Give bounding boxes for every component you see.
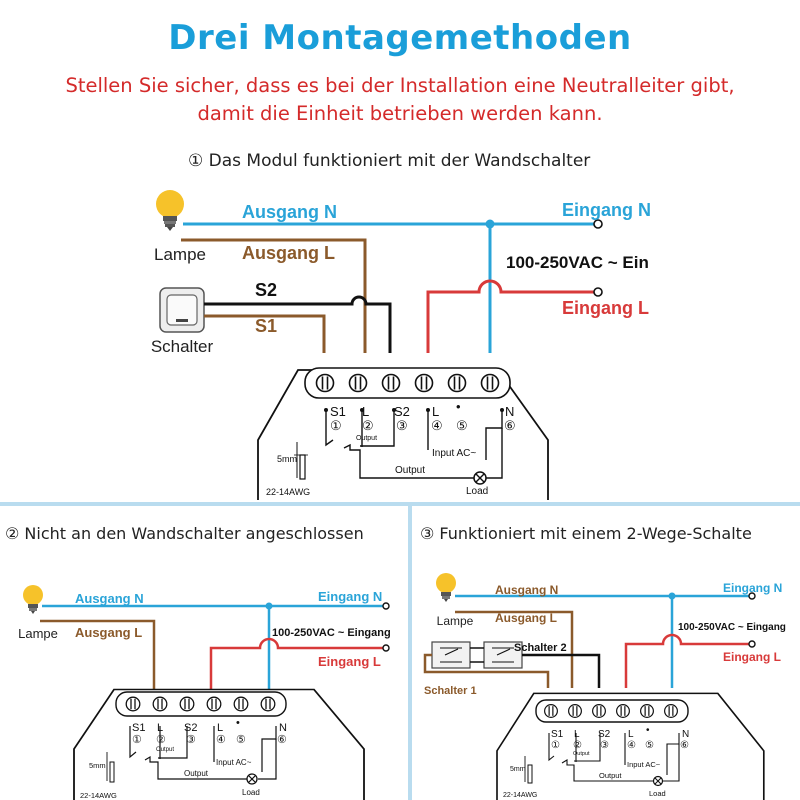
gauge-label: 22-14AWG [266,487,310,497]
t4-2: L [217,722,223,734]
label-voltage: 100-250VAC ~ Ein [506,253,649,272]
section-2-title: ② Nicht an den Wandschalter angeschlosse… [5,524,364,543]
t5-2: • [236,717,240,729]
label-voltage-3: 100-250VAC ~ Eingang [678,622,786,633]
load-label-2: Load [242,788,260,797]
input-label-3: Input AC~ [627,760,661,769]
lamp-label-3: Lampe [437,614,474,628]
input-label: Input AC~ [432,448,476,459]
load-icon [473,471,487,485]
n6: ⑥ [504,418,516,433]
warning-line-2: damit die Einheit betrieben werden kann. [197,102,603,125]
t4-3: L [628,729,634,740]
n5: ⑤ [456,418,468,433]
t5-3: • [646,725,650,736]
n4: ④ [431,418,443,433]
n3-3: ③ [600,740,609,751]
n4-2: ④ [216,734,226,746]
t2: L [362,404,369,419]
n6-3: ⑥ [680,740,689,751]
output-label-3: Output [599,771,622,780]
n1-2: ① [132,734,142,746]
n5-3: ⑤ [645,740,654,751]
t1: S1 [330,404,346,419]
t3-3: S2 [598,729,611,740]
t1-2: S1 [132,722,145,734]
label-ausgang-l: Ausgang L [242,243,335,263]
two-way-switch-icon [431,641,523,669]
label-s2: S2 [255,280,277,300]
output-label: Output [395,465,425,476]
input-label-2: Input AC~ [216,758,252,767]
label-ausgang-n-2: Ausgang N [75,591,144,606]
label-voltage-2: 100-250VAC ~ Eingang [272,627,391,639]
label-eingang-l-3: Eingang L [723,650,781,664]
label-eingang-l-2: Eingang L [318,654,381,669]
label-eingang-l: Eingang L [562,298,649,318]
output-small-3: Output [573,751,590,757]
t6: N [505,404,514,419]
load-icon [246,773,258,785]
t6-2: N [279,722,287,734]
t4: L [432,404,439,419]
label-ausgang-n-3: Ausgang N [495,583,558,597]
wire-gauge-icon [294,442,308,480]
label-eingang-n-3: Eingang N [723,581,782,595]
dim-5mm-3: 5mm [510,766,526,773]
page-title: Drei Montagemethoden [168,18,632,58]
t2-3: L [574,729,580,740]
lamp-label-2: Lampe [18,626,58,641]
output-label-2: Output [184,769,209,778]
load-label: Load [466,486,488,497]
output-small: Output [356,435,377,442]
gauge-label-2: 22-14AWG [80,791,117,800]
n2-3: ② [573,740,582,751]
t1-3: S1 [551,729,564,740]
t3: S2 [394,404,410,419]
bulb-icon [436,573,456,602]
lamp-label: Lampe [154,245,206,264]
label-s1: S1 [255,316,277,336]
gauge-label-3: 22-14AWG [503,792,537,799]
n2-2: ② [156,734,166,746]
label-eingang-n: Eingang N [562,200,651,220]
wall-switch-icon [159,287,205,333]
n3: ③ [396,418,408,433]
label-ausgang-n: Ausgang N [242,202,337,222]
warning-line-1: Stellen Sie sicher, dass es bei der Inst… [65,74,735,97]
n1: ① [330,418,342,433]
terminal-block [304,367,511,399]
n4-3: ④ [627,740,636,751]
section-1-title: ① Das Modul funktioniert mit der Wandsch… [188,151,591,171]
switch-label: Schalter [151,337,214,356]
bulb-icon [23,585,43,614]
output-small-2: Output [156,747,174,753]
label-ausgang-l-2: Ausgang L [75,625,142,640]
n3-2: ③ [186,734,196,746]
diagram-1: Lampe Schalter Ausgang N Ausgang L S2 S1… [151,190,651,501]
load-icon [652,775,664,787]
t3-2: S2 [184,722,197,734]
horizontal-divider [0,502,800,506]
n2: ② [362,418,374,433]
label-schalter-1: Schalter 1 [424,685,477,697]
bulb-icon [156,190,184,231]
label-ausgang-l-3: Ausgang L [495,611,557,625]
section-3-title: ③ Funktioniert mit einem 2-Wege-Schalte [420,524,752,543]
t5: • [456,399,461,414]
label-schalter-2: Schalter 2 [514,642,567,654]
n6-2: ⑥ [277,734,287,746]
load-label-3: Load [649,789,666,798]
label-eingang-n-2: Eingang N [318,589,382,604]
n1-3: ① [551,740,560,751]
diagram-3: Lampe Ausgang N Ausgang L Eingang N Eing… [423,573,786,800]
dim-5mm: 5mm [277,454,297,464]
diagram-2: Lampe Ausgang N Ausgang L Eingang N Eing… [18,585,391,800]
vertical-divider [408,506,412,800]
n5-2: ⑤ [236,734,246,746]
t6-3: N [682,729,689,740]
dim-5mm-2: 5mm [89,761,106,770]
